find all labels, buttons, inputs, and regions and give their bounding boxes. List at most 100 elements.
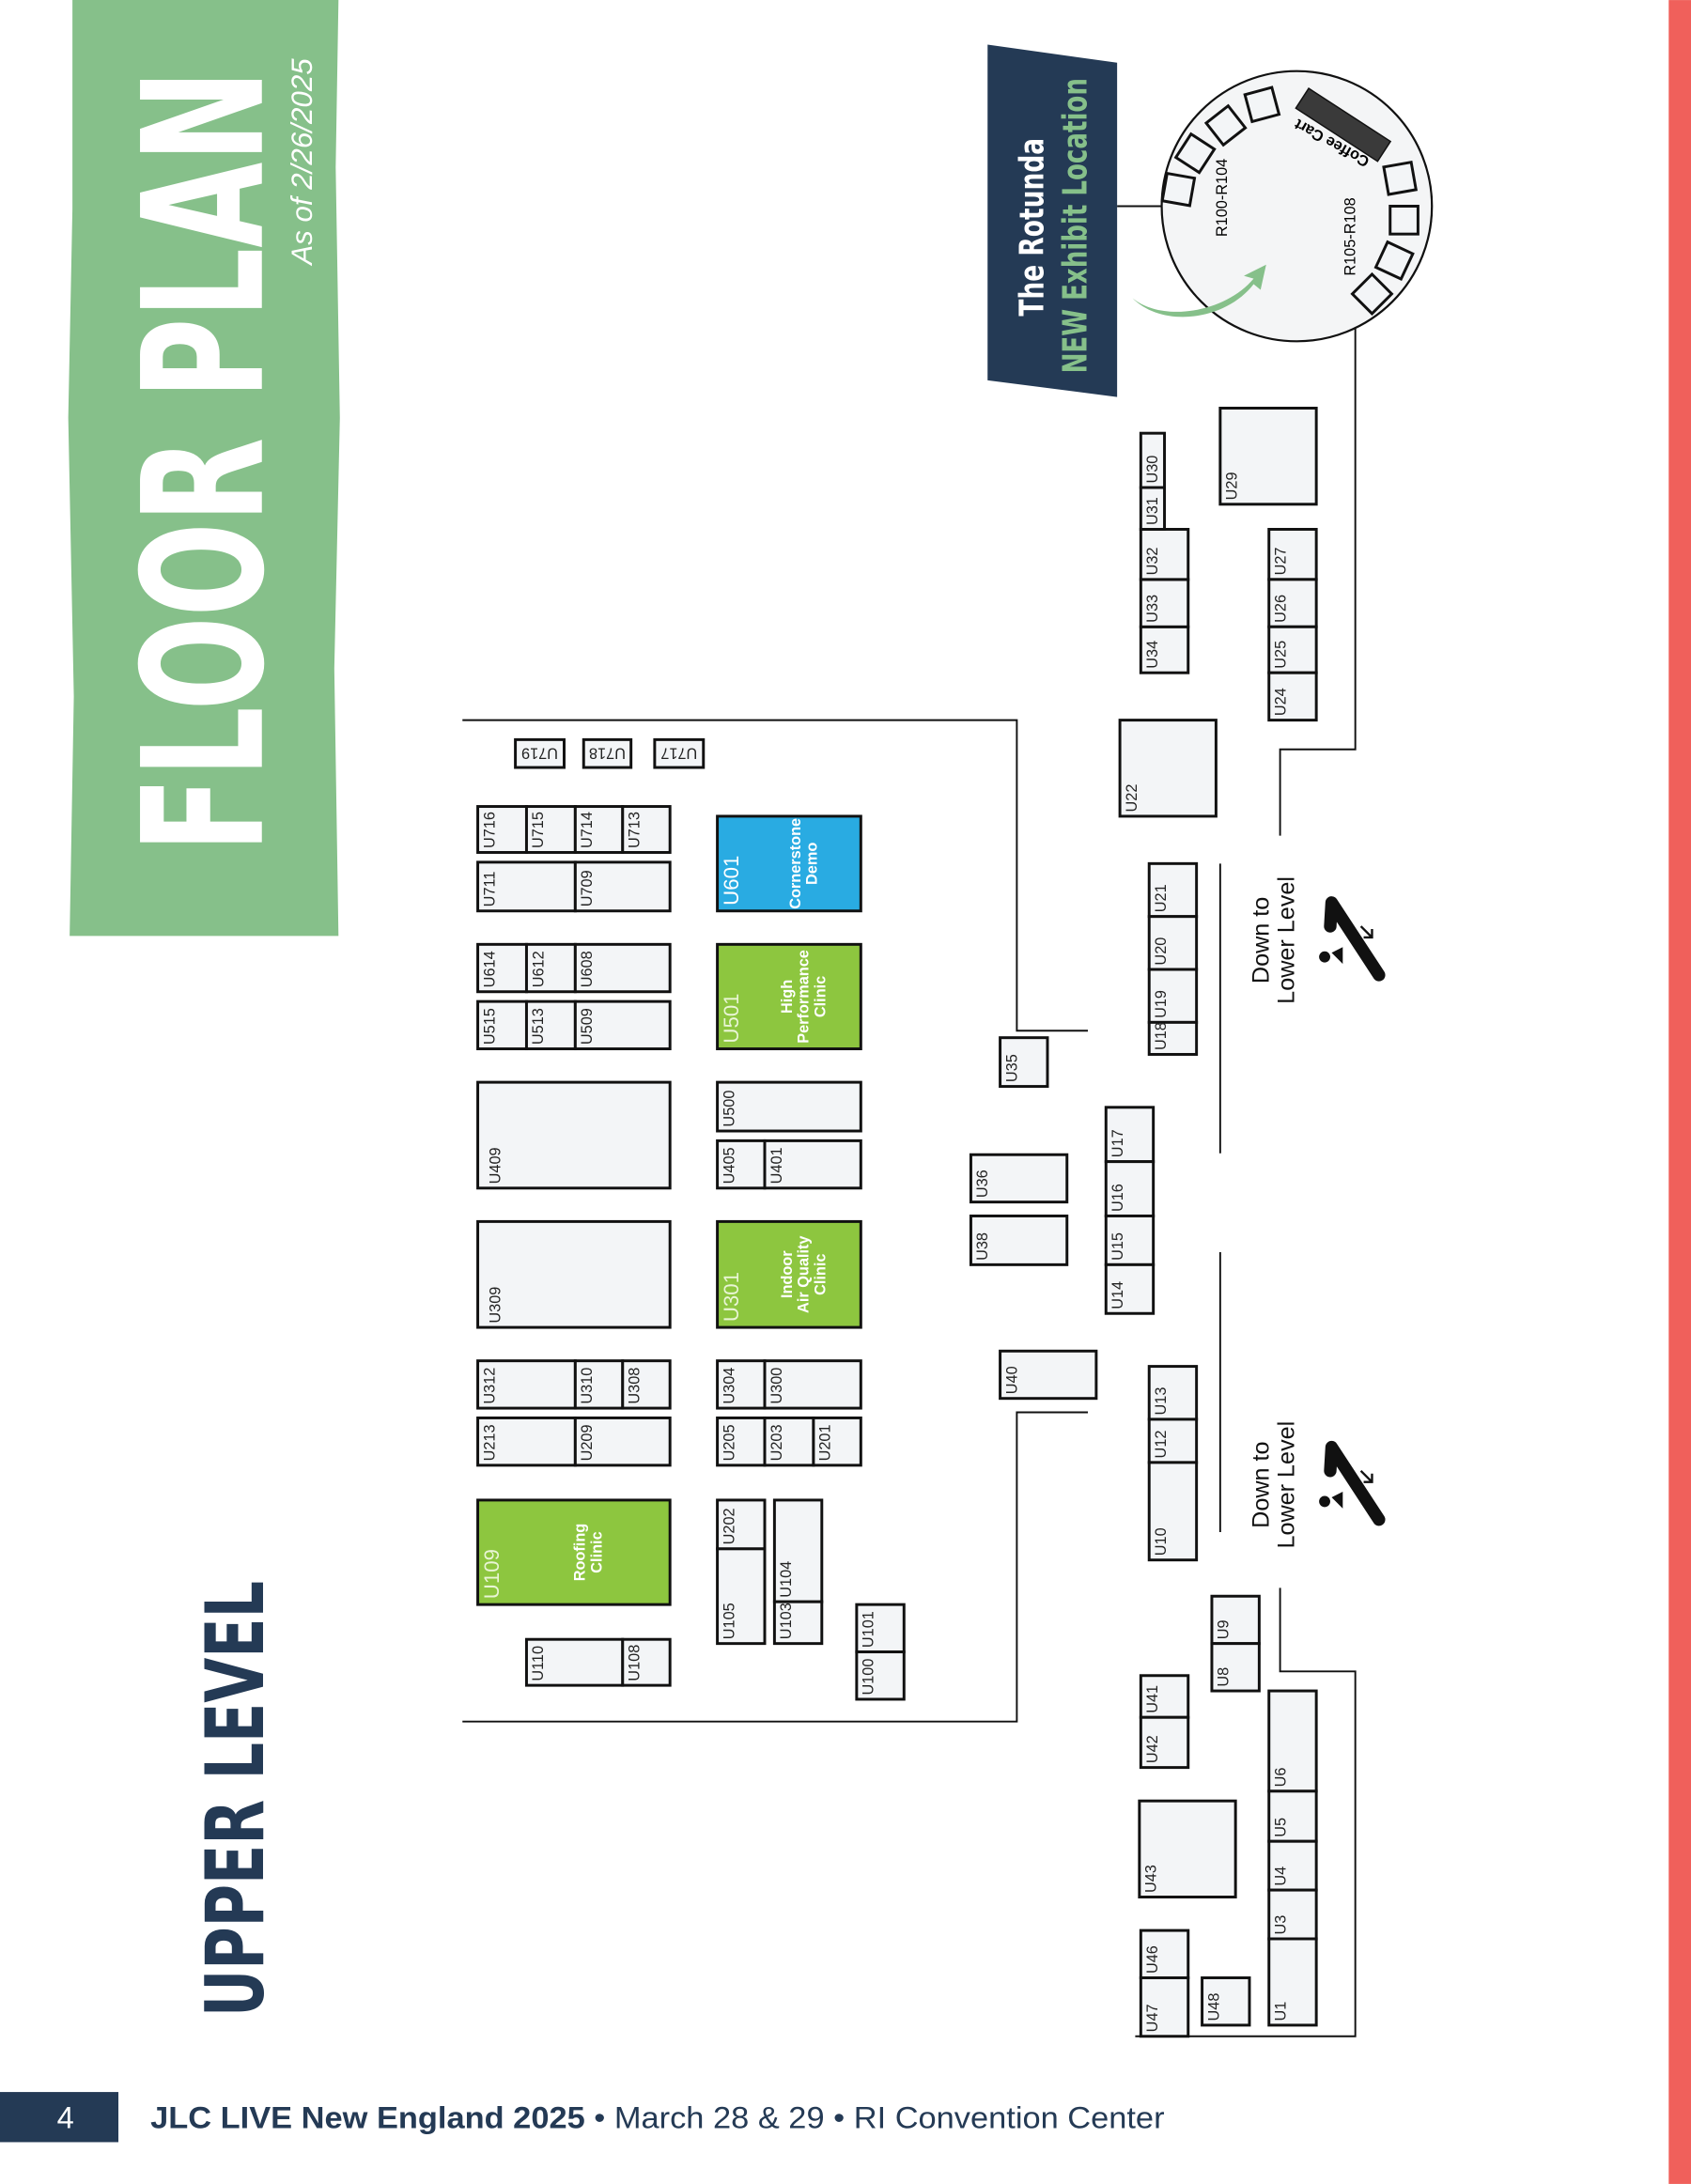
booth-u716[interactable]: U716: [476, 805, 528, 854]
booth-u32[interactable]: U32: [1139, 528, 1190, 581]
booth-u104[interactable]: U104: [772, 1498, 824, 1603]
booth-u24[interactable]: U24: [1267, 671, 1318, 722]
booth-u26[interactable]: U26: [1267, 578, 1318, 628]
booth-u304[interactable]: U304: [716, 1359, 767, 1410]
booth-u500[interactable]: U500: [716, 1080, 862, 1133]
booth-outline: [524, 1637, 625, 1687]
booth-u108[interactable]: U108: [621, 1637, 672, 1687]
booth-u401[interactable]: U401: [763, 1138, 862, 1190]
booth-u19[interactable]: U19: [1147, 968, 1199, 1024]
booth-u48[interactable]: U48: [1201, 1976, 1251, 2027]
booth-u300[interactable]: U300: [763, 1359, 862, 1410]
booth-u40[interactable]: U40: [999, 1349, 1098, 1401]
booth-outline: [621, 1637, 672, 1687]
booth-u21[interactable]: U21: [1147, 861, 1199, 919]
booth-u205[interactable]: U205: [716, 1416, 767, 1467]
booth-u43[interactable]: U43: [1138, 1799, 1237, 1898]
booth-u714[interactable]: U714: [573, 805, 625, 854]
booth-u100[interactable]: U100: [855, 1650, 906, 1701]
booth-outline: [1210, 1594, 1261, 1646]
rotunda-booth[interactable]: [1203, 103, 1248, 147]
booth-u409[interactable]: U409: [476, 1080, 672, 1190]
booth-u33[interactable]: U33: [1139, 578, 1190, 628]
booth-u312[interactable]: U312: [476, 1359, 577, 1410]
booth-u203[interactable]: U203: [763, 1416, 815, 1467]
booth-u29[interactable]: U29: [1218, 407, 1318, 506]
booth-outline: [1267, 1839, 1318, 1892]
rotunda-booth[interactable]: [1350, 271, 1394, 316]
rotunda-booth[interactable]: [1382, 160, 1419, 196]
booth-outline: [772, 1498, 824, 1603]
booth-u711[interactable]: U711: [476, 860, 577, 913]
booth-u101[interactable]: U101: [855, 1603, 906, 1654]
booth-label: U104: [778, 1561, 795, 1598]
booth-u614[interactable]: U614: [476, 942, 528, 994]
booth-u36[interactable]: U36: [969, 1153, 1069, 1204]
coffee-cart[interactable]: [1295, 87, 1392, 163]
booth-u17[interactable]: U17: [1104, 1106, 1156, 1164]
booth-u513[interactable]: U513: [524, 999, 577, 1051]
booth-u12[interactable]: U12: [1147, 1417, 1199, 1464]
booth-u47[interactable]: U47: [1139, 1976, 1190, 2038]
booth-u3[interactable]: U3: [1267, 1888, 1318, 1941]
rotunda-booth[interactable]: [1388, 205, 1420, 236]
booth-u27[interactable]: U27: [1267, 528, 1318, 581]
booth-u202[interactable]: U202: [716, 1498, 767, 1551]
booth-u35[interactable]: U35: [999, 1036, 1049, 1089]
booth-u515[interactable]: U515: [476, 999, 528, 1051]
booth-u201[interactable]: U201: [812, 1416, 862, 1467]
booth-outline: [1147, 1417, 1199, 1464]
booth-label: U12: [1153, 1431, 1170, 1459]
booth-u13[interactable]: U13: [1147, 1365, 1199, 1421]
booth-u213[interactable]: U213: [476, 1416, 577, 1467]
booth-u717[interactable]: U717: [653, 737, 706, 769]
booth-u4[interactable]: U4: [1267, 1839, 1318, 1892]
booth-u608[interactable]: U608: [573, 942, 672, 994]
booth-u15[interactable]: U15: [1104, 1214, 1156, 1266]
booth-u22[interactable]: U22: [1118, 719, 1218, 818]
booth-u405[interactable]: U405: [716, 1138, 767, 1190]
booth-u5[interactable]: U5: [1267, 1789, 1318, 1843]
booth-u31[interactable]: U31: [1139, 486, 1167, 531]
booth-u1[interactable]: U1: [1267, 1937, 1318, 2027]
booth-u612[interactable]: U612: [524, 942, 577, 994]
rotunda-booth[interactable]: [1160, 171, 1197, 208]
booth-u9[interactable]: U9: [1210, 1594, 1261, 1646]
rotunda-booth[interactable]: [1243, 85, 1281, 124]
booth-u713[interactable]: U713: [621, 805, 672, 854]
booth-u38[interactable]: U38: [969, 1214, 1069, 1266]
booth-u105[interactable]: U105: [716, 1547, 767, 1646]
booth-u309[interactable]: U309: [476, 1219, 672, 1329]
booth-u6[interactable]: U6: [1267, 1689, 1318, 1793]
booth-u110[interactable]: U110: [524, 1637, 625, 1687]
booth-label: U30: [1144, 456, 1161, 484]
booth-u34[interactable]: U34: [1139, 625, 1190, 674]
booth-label: U10: [1153, 1527, 1170, 1556]
booth-u16[interactable]: U16: [1104, 1160, 1156, 1217]
booth-u709[interactable]: U709: [573, 860, 672, 913]
booth-u46[interactable]: U46: [1139, 1928, 1190, 1979]
booth-u18[interactable]: U18: [1147, 1020, 1199, 1056]
booth-u30[interactable]: U30: [1139, 431, 1167, 489]
booth-u42[interactable]: U42: [1139, 1715, 1190, 1770]
booth-u509[interactable]: U509: [573, 999, 672, 1051]
rotunda-booth[interactable]: [1173, 132, 1217, 175]
booth-u25[interactable]: U25: [1267, 625, 1318, 674]
booth-u103[interactable]: U103: [772, 1600, 824, 1646]
booth-u718[interactable]: U718: [582, 737, 633, 769]
booth-u14[interactable]: U14: [1104, 1262, 1156, 1315]
booth-u310[interactable]: U310: [573, 1359, 625, 1410]
booth-u41[interactable]: U41: [1139, 1674, 1190, 1719]
booth-u719[interactable]: U719: [514, 737, 566, 769]
booth-u8[interactable]: U8: [1210, 1642, 1261, 1693]
rotunda-booth[interactable]: [1373, 240, 1415, 282]
booth-u10[interactable]: U10: [1147, 1461, 1199, 1562]
booth-u308[interactable]: U308: [621, 1359, 672, 1410]
booth-u20[interactable]: U20: [1147, 915, 1199, 971]
booth-u209[interactable]: U209: [573, 1416, 672, 1467]
booth-u715[interactable]: U715: [524, 805, 577, 854]
